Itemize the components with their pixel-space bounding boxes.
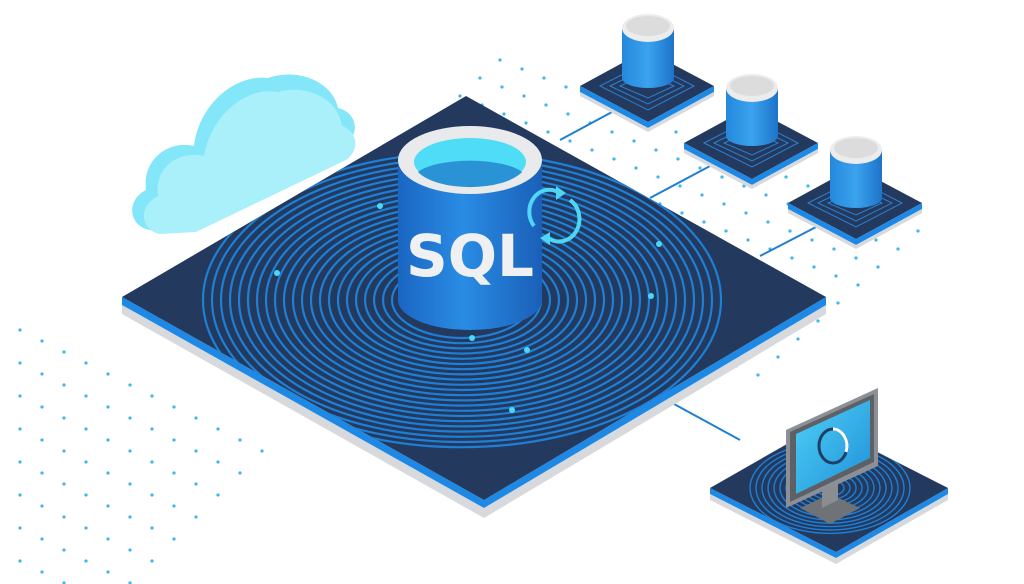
replica-database-3 — [788, 136, 922, 249]
ring-nodes — [274, 203, 662, 413]
cloud-icon — [132, 74, 356, 234]
sql-label: SQL — [406, 222, 534, 290]
sync-icon — [527, 186, 582, 245]
replica-database-2 — [684, 74, 818, 189]
connector-lines — [559, 111, 819, 441]
monitor-icon — [786, 388, 878, 524]
replica-database-1 — [580, 14, 714, 132]
sql-database-icon: SQL — [398, 126, 542, 330]
loading-spinner-icon — [817, 427, 849, 465]
dot-grid-left — [18, 328, 264, 584]
